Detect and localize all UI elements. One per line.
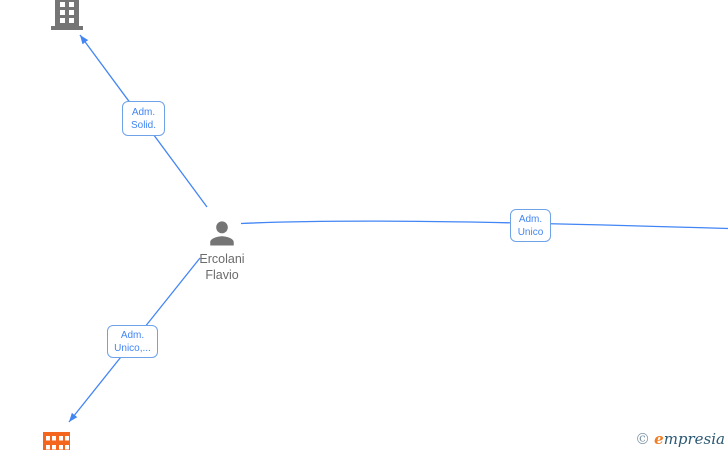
- edge-label-adm-solid[interactable]: Adm. Solid.: [122, 101, 165, 136]
- building-orange-icon: [43, 432, 70, 450]
- edge-label-line2: Unico,...: [114, 342, 151, 354]
- edge-label-line2: Solid.: [130, 119, 156, 131]
- edge-label-adm-unico[interactable]: Adm. Unico: [510, 209, 551, 242]
- person-name-line2: Flavio: [205, 268, 239, 282]
- edge-label-adm-unico-etc[interactable]: Adm. Unico,...: [107, 325, 158, 358]
- edge-person-to-right-company: [240, 220, 728, 230]
- person-name: Ercolani Flavio: [172, 251, 272, 283]
- edge-label-line1: Adm.: [131, 106, 156, 118]
- edge-label-line1: Adm.: [120, 329, 145, 341]
- company-node-top[interactable]: [48, 0, 84, 31]
- company-node-bottom[interactable]: [43, 431, 70, 450]
- empresia-logo: ©empresia: [635, 430, 725, 448]
- empresia-logo-initial: e: [654, 430, 664, 448]
- person-node-ercolani-flavio[interactable]: Ercolani Flavio: [172, 216, 272, 283]
- empresia-logo-text: mpresia: [663, 430, 725, 448]
- person-icon: [205, 216, 239, 250]
- copyright-symbol: ©: [635, 430, 651, 448]
- person-name-line1: Ercolani: [199, 252, 245, 266]
- building-icon: [51, 0, 83, 30]
- edge-label-line2: Unico: [517, 226, 544, 238]
- edge-label-line1: Adm.: [518, 213, 543, 225]
